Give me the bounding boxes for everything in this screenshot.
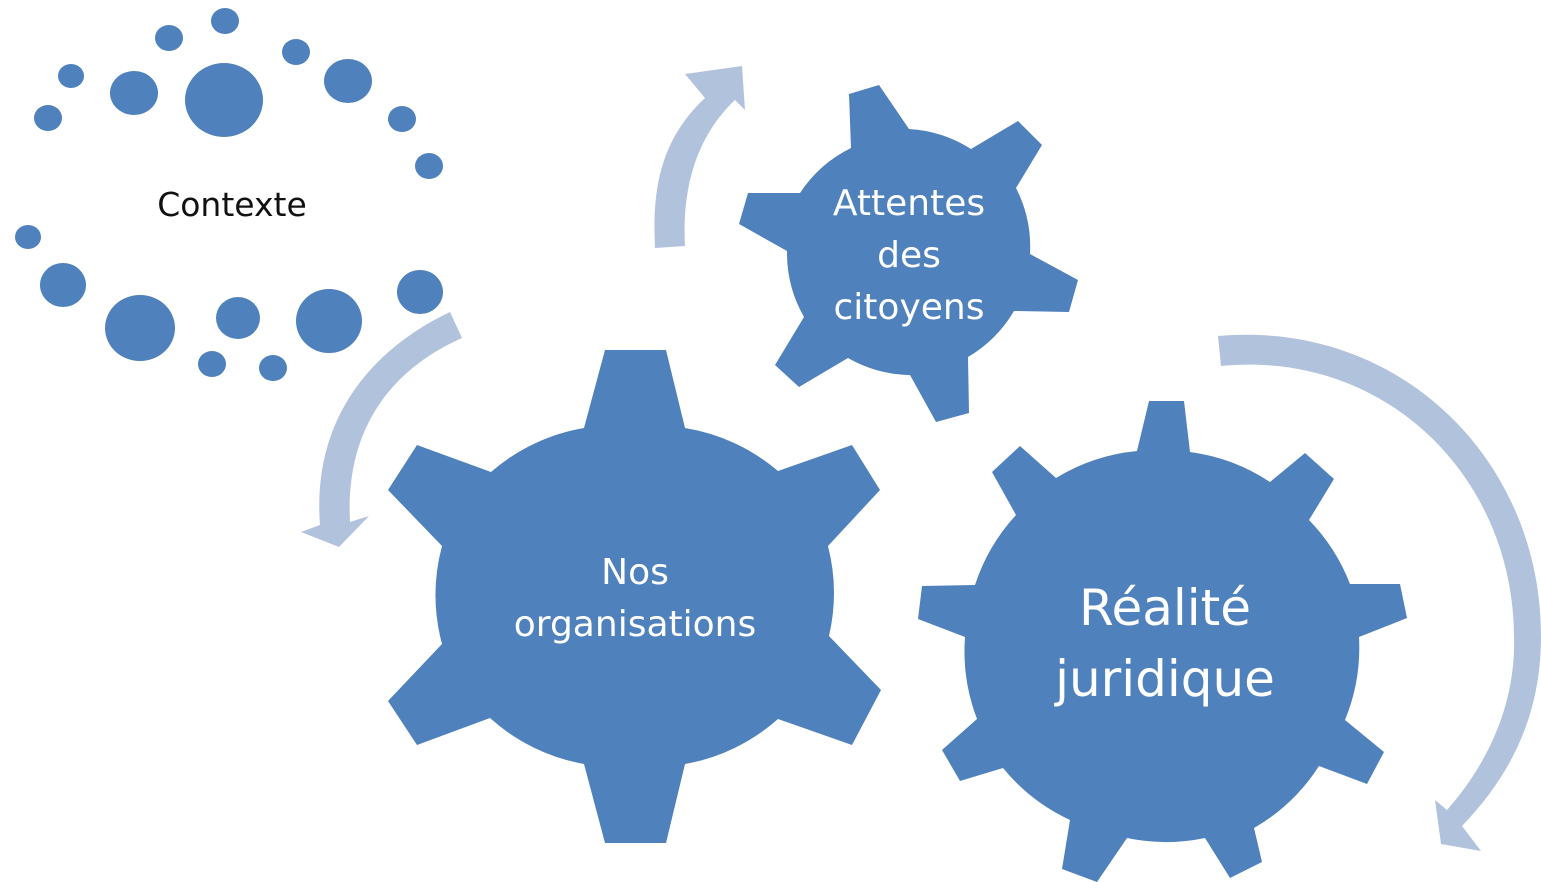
gear-label-line: Attentes [833,183,985,224]
context-dot [324,59,372,103]
context-dot [40,263,86,307]
context-dot [110,71,158,115]
context-dot [415,153,443,179]
context-dot [397,270,443,314]
context-dot [34,105,62,131]
gear-attentes [739,85,1078,422]
context-dot [185,63,263,137]
context-dot [155,25,183,51]
context-label: Contexte [157,185,307,224]
context-dot [216,297,260,339]
context-dot [296,289,362,353]
arrow-context-to-attentes [654,66,745,248]
context-dot [259,355,287,381]
gear-organisations-label: Nos organisations [514,552,756,645]
context-dot [388,106,416,132]
context-dot-ring [15,8,443,381]
gear-label-line: citoyens [834,287,985,328]
gear-realite [918,401,1407,882]
context-dot [211,8,239,34]
context-dot [15,225,41,249]
context-dot [198,351,226,377]
context-dot [58,64,84,88]
gear-attentes-label: Attentes des citoyens [833,183,985,328]
gear-label-line: Nos [601,552,669,593]
gear-label-line: Réalité [1079,579,1251,637]
arrow-context-to-organisations [301,312,462,547]
context-dot [105,295,175,361]
context-dot [282,39,310,65]
arrow-attentes-to-realite [1218,334,1541,851]
gear-label-line: juridique [1054,650,1275,708]
gear-organisations [388,350,881,843]
gear-realite-label: Réalité juridique [1054,579,1275,708]
gear-label-line: des [877,235,941,276]
gear-label-line: organisations [514,604,756,645]
